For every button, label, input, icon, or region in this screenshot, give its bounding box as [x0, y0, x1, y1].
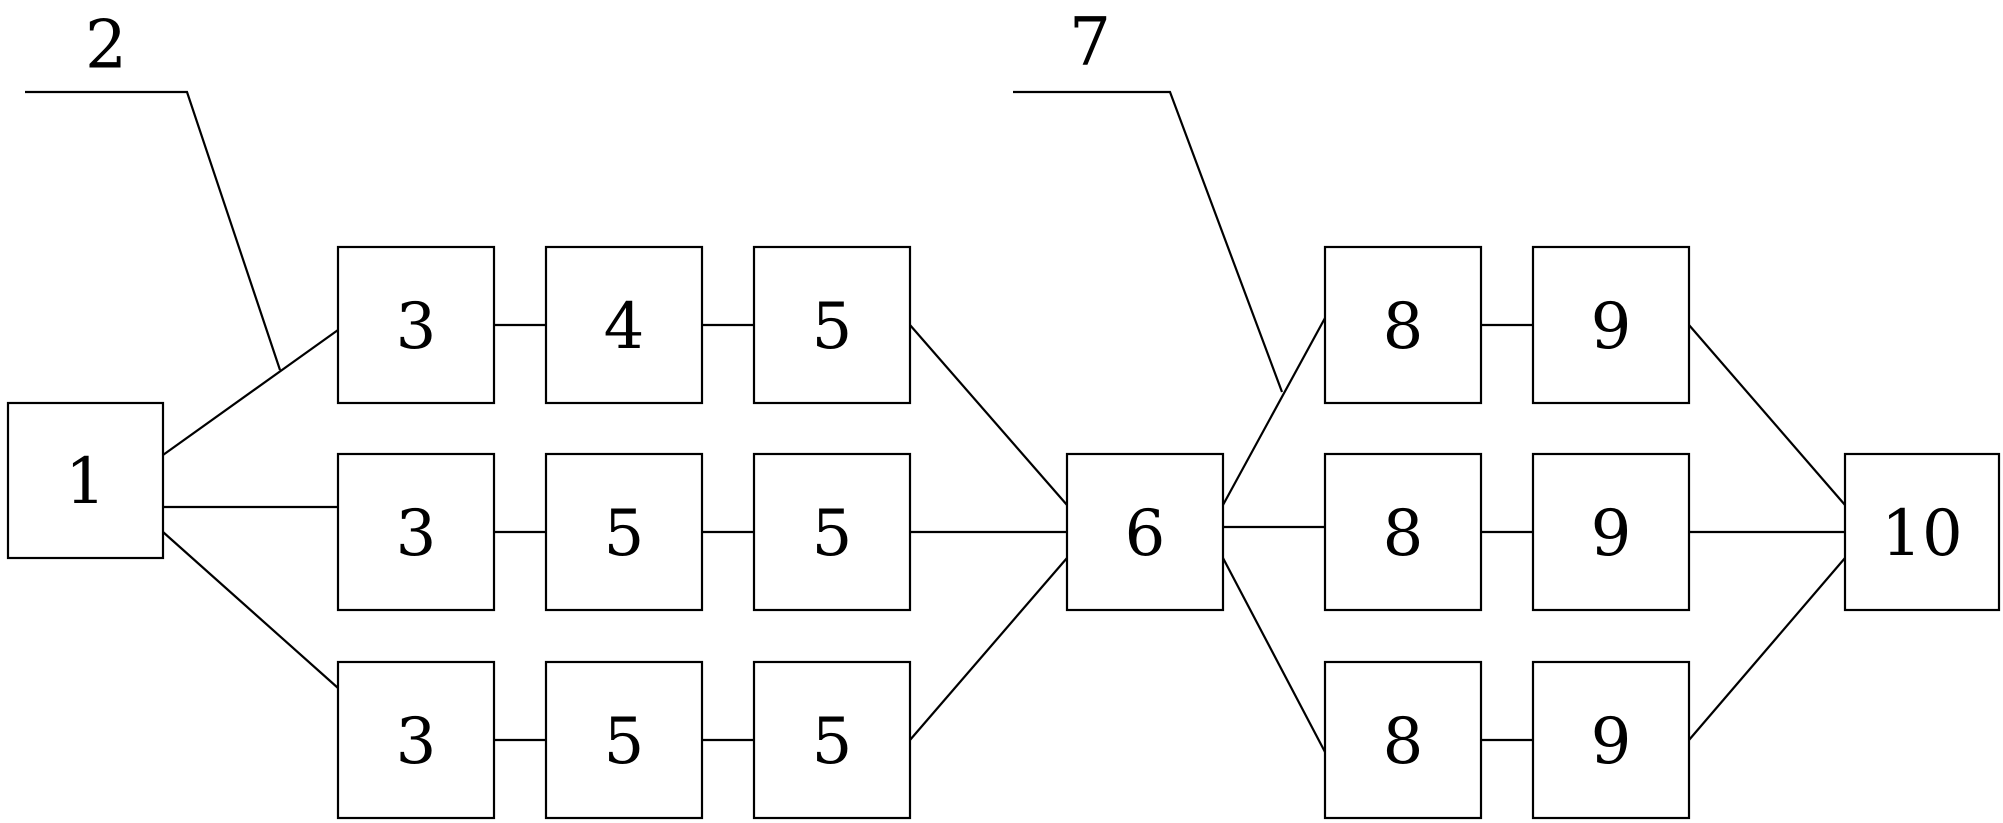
box-label: 9	[1591, 705, 1632, 779]
callout-leader-2	[25, 90, 282, 371]
box-label: 6	[1125, 497, 1166, 571]
callout-label-2: 2	[85, 7, 127, 84]
box-label: 5	[812, 290, 853, 364]
box-5-row1: 5	[752, 245, 912, 405]
box-label: 3	[396, 705, 437, 779]
box-3-row3: 3	[336, 660, 496, 820]
box-label: 5	[812, 497, 853, 571]
box-label: 5	[812, 705, 853, 779]
box-8-row2: 8	[1323, 452, 1483, 612]
box-label: 5	[604, 705, 645, 779]
box-4-row1: 4	[544, 245, 704, 405]
box-label: 3	[396, 497, 437, 571]
connection-5a-6	[909, 324, 1068, 506]
box-9-row3: 9	[1531, 660, 1691, 820]
box-label: 3	[396, 290, 437, 364]
box-label: 5	[604, 497, 645, 571]
callout-leader-7	[1013, 90, 1284, 393]
box-label: 8	[1383, 290, 1424, 364]
box-9-row2: 9	[1531, 452, 1691, 612]
connection-9a-10	[1688, 324, 1846, 506]
box-5-row3-a: 5	[544, 660, 704, 820]
connection-1-3a	[162, 329, 339, 456]
box-5-row2-a: 5	[544, 452, 704, 612]
box-6: 6	[1065, 452, 1225, 612]
connection-1-3c	[162, 531, 339, 689]
box-label: 9	[1591, 497, 1632, 571]
box-label: 8	[1383, 497, 1424, 571]
connection-6-8a	[1222, 317, 1326, 506]
box-label: 1	[65, 445, 106, 519]
connections	[162, 317, 1846, 753]
box-3-row2: 3	[336, 452, 496, 612]
boxes: 1 3 4 5 3 5 5 3	[6, 245, 2001, 820]
box-8-row3: 8	[1323, 660, 1483, 820]
connection-6-8c	[1222, 557, 1326, 753]
box-5-row2-b: 5	[752, 452, 912, 612]
box-8-row1: 8	[1323, 245, 1483, 405]
box-label: 9	[1591, 290, 1632, 364]
connection-9c-10	[1688, 557, 1846, 741]
box-9-row1: 9	[1531, 245, 1691, 405]
box-3-row1: 3	[336, 245, 496, 405]
box-label: 4	[604, 290, 645, 364]
box-10: 10	[1843, 452, 2001, 612]
callouts: 2 7	[25, 4, 1284, 393]
box-1: 1	[6, 401, 165, 560]
callout-label-7: 7	[1069, 4, 1111, 81]
box-5-row3-b: 5	[752, 660, 912, 820]
box-label: 8	[1383, 705, 1424, 779]
box-label: 10	[1881, 497, 1962, 571]
connection-5e-6	[909, 557, 1068, 741]
